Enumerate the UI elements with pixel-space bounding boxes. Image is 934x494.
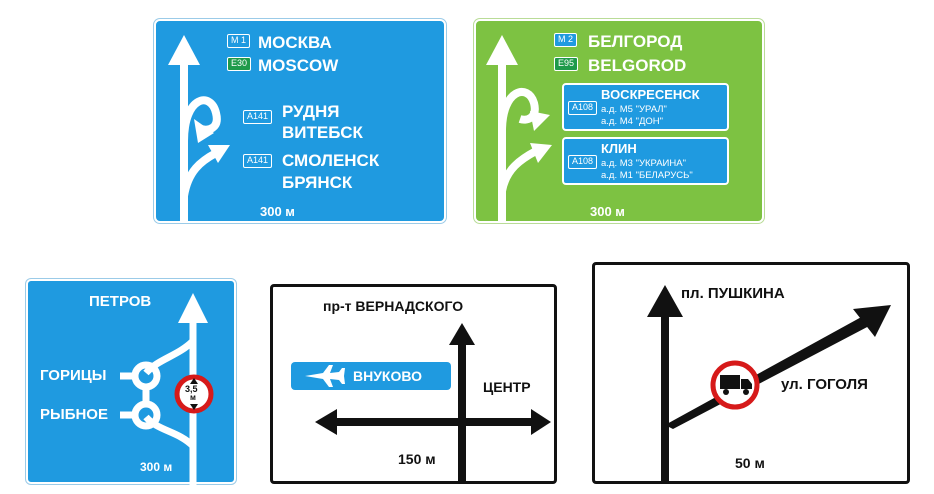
distance-label: 300 м bbox=[590, 204, 625, 219]
panel-sub-1: а.д. М3 "УКРАИНА" bbox=[601, 158, 686, 169]
route-badge-a141-1: A141 bbox=[243, 110, 273, 124]
route-badge-a108-2: A108 bbox=[568, 155, 598, 169]
destination-rybnoe: РЫБНОЕ bbox=[40, 406, 108, 423]
direction-sign-moscow: M 1 МОСКВА E30 MOSCOW A141 РУДНЯ ВИТЕБСК… bbox=[154, 19, 446, 223]
destination-moskva: МОСКВА bbox=[258, 33, 332, 52]
destination-belgorod-ru: БЕЛГОРОД bbox=[588, 32, 683, 51]
street-gogolya: ул. ГОГОЛЯ bbox=[781, 376, 868, 393]
arrow-diagram bbox=[486, 35, 552, 221]
intersection-sign-vernadskogo: пр-т ВЕРНАДСКОГО ВНУКОВО ЦЕНТР 150 м bbox=[270, 284, 557, 484]
destination-vitebsk: ВИТЕБСК bbox=[282, 123, 363, 142]
destination-moscow: MOSCOW bbox=[258, 56, 339, 75]
arrow-diagram bbox=[168, 35, 230, 221]
panel-sub-2: а.д. М4 "ДОН" bbox=[601, 116, 664, 127]
route-badge-m1: M 1 bbox=[227, 34, 251, 48]
direction-sign-belgorod: M 2 БЕЛГОРОД E95 BELGOROD A108 ВОСКРЕСЕН… bbox=[474, 19, 764, 223]
destination-vnukovo: ВНУКОВО bbox=[353, 368, 423, 384]
arrow-diagram bbox=[647, 285, 891, 481]
destination-goritsy: ГОРИЦЫ bbox=[40, 367, 107, 384]
route-badge-a108-1: A108 bbox=[568, 101, 598, 115]
height-limit-value: 3,5 bbox=[185, 384, 198, 394]
route-badge-e30: E30 bbox=[227, 57, 252, 71]
height-limit-unit: м bbox=[190, 393, 196, 402]
distance-label: 50 м bbox=[735, 455, 765, 471]
panel-title-voskresensk: ВОСКРЕСЕНСК bbox=[601, 87, 700, 102]
destination-center: ЦЕНТР bbox=[483, 379, 531, 395]
distance-label: 300 м bbox=[140, 460, 173, 474]
panel-sub-1: а.д. М5 "УРАЛ" bbox=[601, 104, 667, 115]
destination-panel-voskresensk: A108 ВОСКРЕСЕНСК а.д. М5 "УРАЛ" а.д. М4 … bbox=[562, 83, 729, 131]
destination-petrov: ПЕТРОВ bbox=[89, 293, 152, 310]
panel-title-klin: КЛИН bbox=[601, 141, 637, 156]
destination-smolensk: СМОЛЕНСК bbox=[282, 151, 380, 170]
truck-icon bbox=[720, 375, 752, 395]
destination-panel-klin: A108 КЛИН а.д. М3 "УКРАИНА" а.д. М1 "БЕЛ… bbox=[562, 137, 729, 185]
height-limit-sign bbox=[174, 374, 214, 414]
route-badge-a141-2: A141 bbox=[243, 154, 273, 168]
destination-bryansk: БРЯНСК bbox=[282, 173, 353, 192]
destination-belgorod-en: BELGOROD bbox=[588, 56, 687, 75]
street-vernadskogo: пр-т ВЕРНАДСКОГО bbox=[323, 298, 464, 314]
intersection-sign-pushkina: пл. ПУШКИНА ул. ГОГОЛЯ 50 м bbox=[592, 262, 910, 484]
arrow-diagram bbox=[291, 323, 551, 481]
route-badge-e95: E95 bbox=[554, 57, 579, 71]
distance-label: 300 м bbox=[260, 204, 295, 219]
distance-label: 150 м bbox=[398, 451, 436, 467]
route-badge-m2: M 2 bbox=[554, 33, 578, 47]
square-pushkina: пл. ПУШКИНА bbox=[681, 285, 785, 302]
lane-sign-petrov: ПЕТРОВ ГОРИЦЫ РЫБНОЕ 3,5 м 300 м bbox=[26, 279, 236, 486]
panel-sub-2: а.д. М1 "БЕЛАРУСЬ" bbox=[601, 170, 693, 181]
arrow-diagram bbox=[120, 293, 214, 486]
destination-rudnya: РУДНЯ bbox=[282, 102, 340, 121]
airplane-icon bbox=[305, 365, 345, 387]
